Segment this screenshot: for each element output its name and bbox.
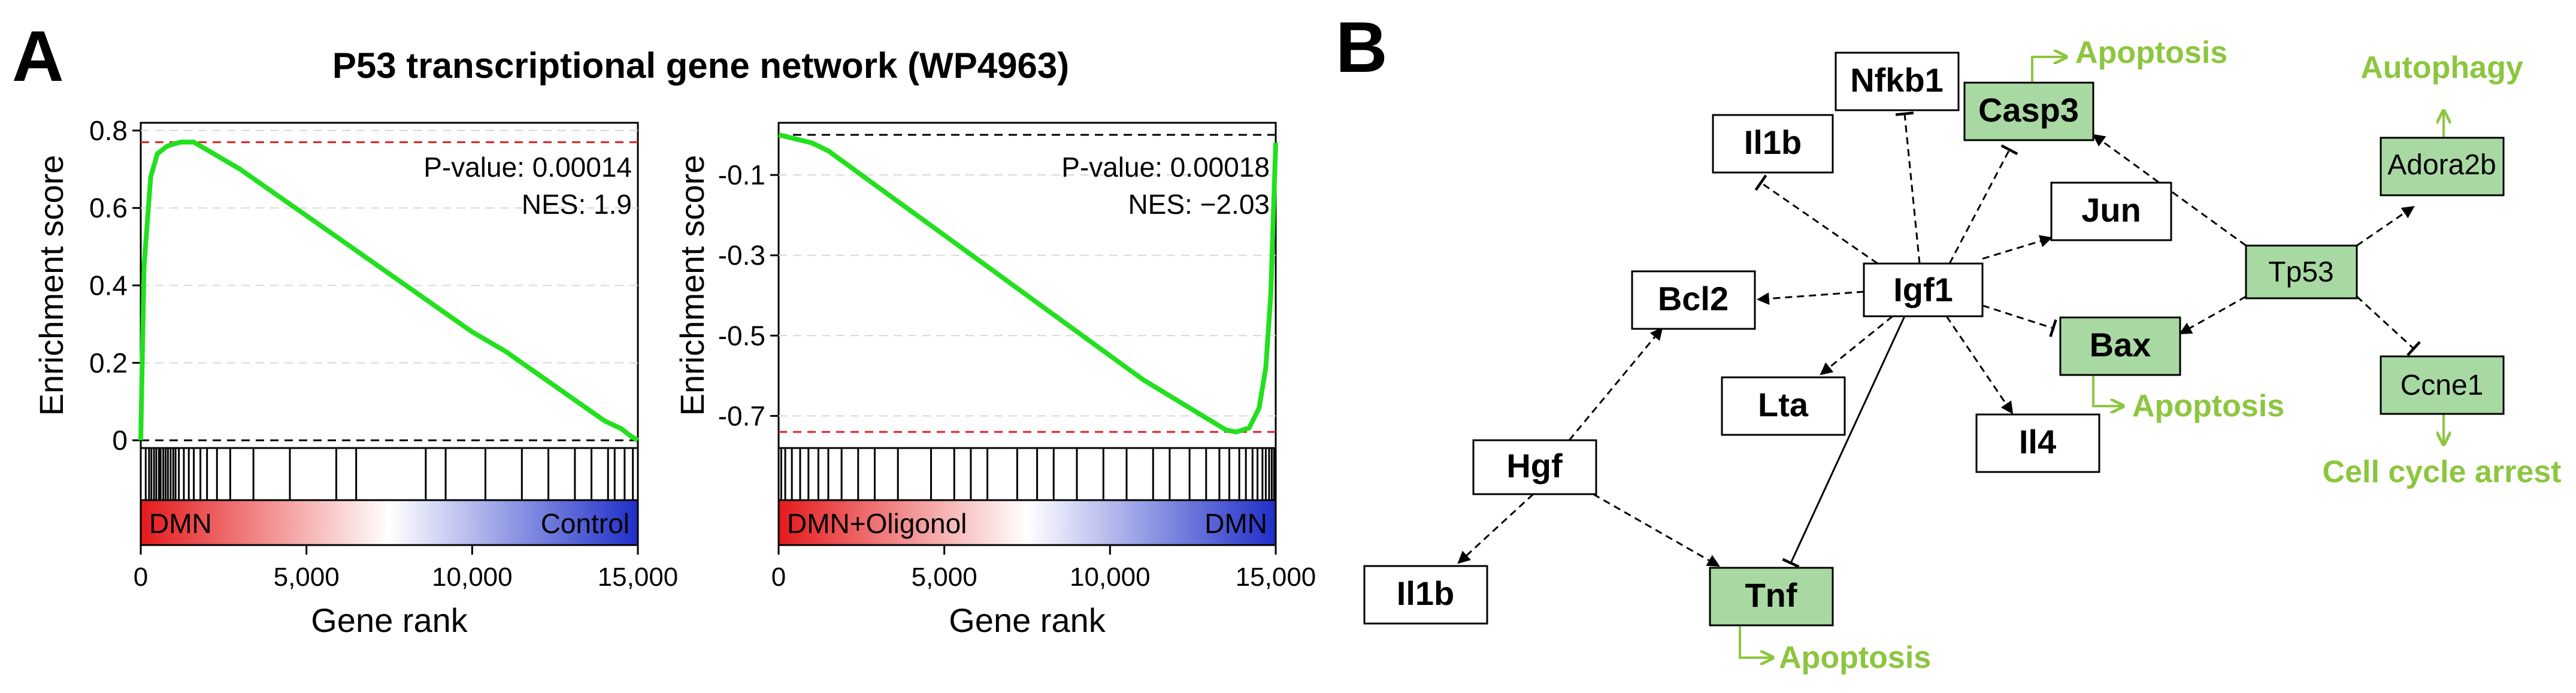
hit-bar-frame <box>140 447 639 501</box>
node-il1b-top-label: Il1b <box>1744 123 1802 161</box>
node-casp3-label: Casp3 <box>1978 91 2079 129</box>
x-tick-label: 5,000 <box>912 562 977 592</box>
y-axis-label: Enrichment score <box>32 155 70 416</box>
connector-tnf-apoptosis <box>1739 625 1773 658</box>
node-lta-label: Lta <box>1758 386 1809 423</box>
edge-igf1-casp3 <box>1948 144 2018 264</box>
y-tick-label: 0.4 <box>89 270 128 301</box>
outcome-tnf: Apoptosis <box>1779 640 1931 675</box>
node-bcl2: Bcl2 <box>1631 270 1756 330</box>
edge-tp53-casp3 <box>2092 134 2247 247</box>
node-tnf-label: Tnf <box>1745 576 1797 614</box>
node-bax: Bax <box>2059 316 2181 376</box>
enrichment-curve <box>778 132 1278 435</box>
connector-bax-apoptosis <box>2092 374 2123 406</box>
x-tick-label: 15,000 <box>1236 562 1316 592</box>
rank-gradient-bar <box>140 499 639 546</box>
edge-tp53-ccne1 <box>2356 295 2421 356</box>
y-tick-label: 0.8 <box>89 115 128 146</box>
x-axis-label: Gene rank <box>949 601 1106 639</box>
y-tick-label: -0.5 <box>718 320 765 351</box>
edge-igf1-tnf <box>1782 316 1906 568</box>
rank-gradient-bar <box>777 499 1277 546</box>
node-tp53: Tp53 <box>2245 244 2358 299</box>
node-adora2b-label: Adora2b <box>2387 149 2496 181</box>
y-tick-label: 0.2 <box>89 347 128 379</box>
x-tick-label: 0 <box>134 562 148 592</box>
p-value-annotation: P-value: 0.00014 <box>423 152 632 183</box>
node-nfkb1: Nfkb1 <box>1835 52 1960 111</box>
phenotype-left-label: DMN <box>149 508 212 539</box>
y-tick-label: 0.6 <box>89 192 128 223</box>
node-igf1-label: Igf1 <box>1893 271 1953 308</box>
node-il1b-bottom-label: Il1b <box>1397 574 1454 612</box>
node-hgf-label: Hgf <box>1506 447 1563 485</box>
edge-igf1-nfkb1 <box>1895 111 1921 264</box>
x-tick-label: 10,000 <box>432 562 513 592</box>
edge-tp53-bax <box>2179 295 2247 335</box>
node-tp53-label: Tp53 <box>2268 256 2333 288</box>
edge-igf1-il1b <box>1754 174 1878 265</box>
nes-annotation: NES: −2.03 <box>1128 189 1270 220</box>
phenotype-right-label: Control <box>541 508 629 539</box>
node-lta: Lta <box>1721 376 1846 436</box>
enrichment-curve <box>138 140 640 443</box>
node-adora2b: Adora2b <box>2380 137 2505 196</box>
node-bcl2-label: Bcl2 <box>1658 280 1729 317</box>
outcome-adora2b: Autophagy <box>2360 50 2523 85</box>
node-il1b-top: Il1b <box>1712 114 1834 174</box>
node-nfkb1-label: Nfkb1 <box>1850 61 1944 99</box>
edge-igf1-il4 <box>1945 316 2014 414</box>
outcome-ccne1: Cell cycle arrest <box>2323 455 2562 489</box>
edge-hgf-tnf <box>1593 493 1720 567</box>
panel-label-b: B <box>1336 7 1388 87</box>
y-tick-label: -0.1 <box>718 159 765 190</box>
phenotype-right-label: DMN <box>1204 508 1267 539</box>
x-tick-label: 5,000 <box>274 562 340 592</box>
node-jun-label: Jun <box>2081 191 2141 229</box>
edge-hgf-bcl2 <box>1568 327 1663 441</box>
node-casp3: Casp3 <box>1963 81 2094 141</box>
connector-casp3-apoptosis <box>2031 57 2066 93</box>
node-bax-label: Bax <box>2090 326 2151 364</box>
y-tick-label: -0.7 <box>718 400 765 431</box>
node-il1b-bottom: Il1b <box>1363 565 1488 625</box>
node-tnf: Tnf <box>1709 567 1834 627</box>
network-edges <box>1457 111 2421 568</box>
x-tick-label: 15,000 <box>598 562 679 592</box>
outcome-casp3: Apoptosis <box>2075 35 2227 70</box>
y-axis-label: Enrichment score <box>673 155 711 416</box>
edge-igf1-lta <box>1820 315 1893 376</box>
node-hgf: Hgf <box>1472 439 1597 495</box>
node-il4-label: Il4 <box>2019 423 2056 461</box>
outcome-bax: Apoptosis <box>2132 389 2284 423</box>
node-igf1: Igf1 <box>1863 262 1984 317</box>
node-ccne1-label: Ccne1 <box>2401 370 2484 401</box>
gsea-title: P53 transcriptional gene network (WP4963… <box>332 46 1069 86</box>
outcome-connectors <box>1739 57 2444 658</box>
edge-tp53-adora2b <box>2356 205 2415 247</box>
x-tick-label: 0 <box>771 562 786 592</box>
x-tick-label: 10,000 <box>1070 562 1151 592</box>
phenotype-left-label: DMN+Oligonol <box>787 508 967 539</box>
node-jun: Jun <box>2050 181 2172 241</box>
x-axis-label: Gene rank <box>311 601 468 639</box>
y-tick-label: -0.3 <box>718 240 765 271</box>
y-tick-label: 0 <box>112 425 128 456</box>
hit-bar-frame <box>777 447 1277 501</box>
node-ccne1: Ccne1 <box>2380 355 2505 415</box>
p53-network-diagram: Nfkb1 Casp3 Il1b Jun Bcl2 Igf1 Bax Lta <box>1363 35 2562 675</box>
edge-igf1-bcl2 <box>1756 290 1864 305</box>
node-il4: Il4 <box>1975 413 2100 473</box>
edge-igf1-jun <box>1982 235 2053 260</box>
edge-hgf-il1b <box>1457 493 1534 564</box>
p-value-annotation: P-value: 0.00018 <box>1061 152 1270 183</box>
panel-label-a: A <box>12 16 64 96</box>
edge-igf1-bax <box>1982 304 2057 337</box>
nes-annotation: NES: 1.9 <box>522 189 632 220</box>
